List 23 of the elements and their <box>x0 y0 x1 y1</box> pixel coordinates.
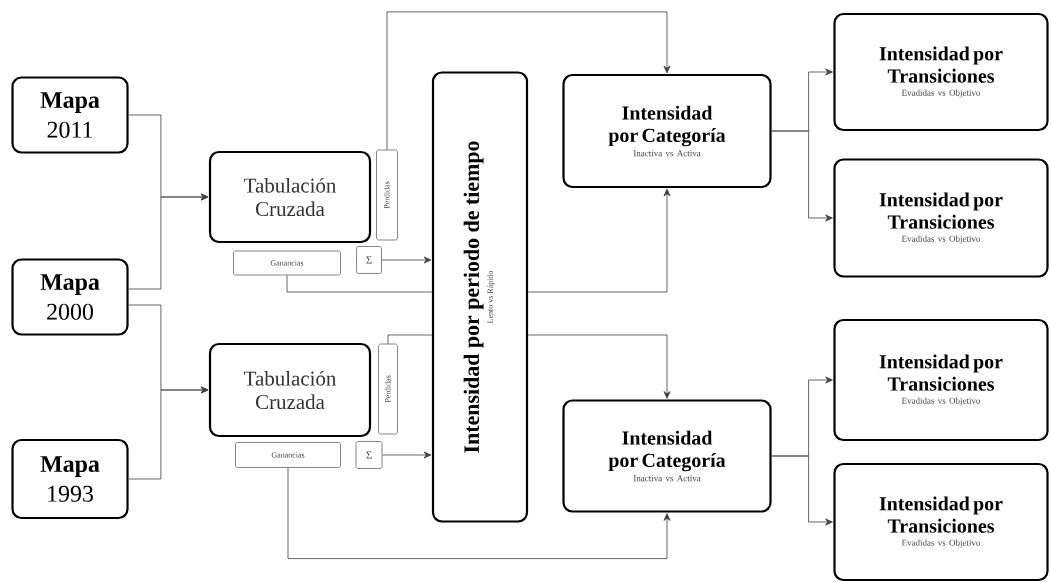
process-box: Intensidad por Transiciones Evadidas vs Objetivo <box>833 158 1049 278</box>
arrow <box>382 451 432 459</box>
map-box: Mapa 2000 <box>11 258 129 336</box>
arrow <box>287 467 671 559</box>
process-box: Intensidad por Transiciones Evadidas vs Objetivo <box>833 462 1049 582</box>
process-box: Tabulación Cruzada <box>208 342 372 438</box>
map-box: Mapa 1993 <box>11 438 129 520</box>
arrow <box>771 130 833 222</box>
arrow <box>128 386 209 480</box>
arrow <box>527 334 671 399</box>
process-box: Intensidad por Categoría Inactiva vs Activa <box>562 399 772 513</box>
process-box: Tabulación Cruzada <box>208 150 372 244</box>
process-box: Intensidad por Transiciones Evadidas vs Objetivo <box>833 12 1049 132</box>
map-box: Mapa 2011 <box>11 76 129 154</box>
process-box: Intensidad por Categoría Inactiva vs Activa <box>562 73 772 189</box>
process-box: Intensidad por Transiciones Evadidas vs Objetivo <box>833 318 1049 442</box>
arrow <box>527 188 671 293</box>
arrow <box>771 455 833 526</box>
arrow <box>386 11 671 150</box>
arrow <box>128 193 209 290</box>
sum-box: Σ <box>356 246 382 274</box>
sum-box: Σ <box>355 441 383 469</box>
arrow <box>381 256 432 264</box>
